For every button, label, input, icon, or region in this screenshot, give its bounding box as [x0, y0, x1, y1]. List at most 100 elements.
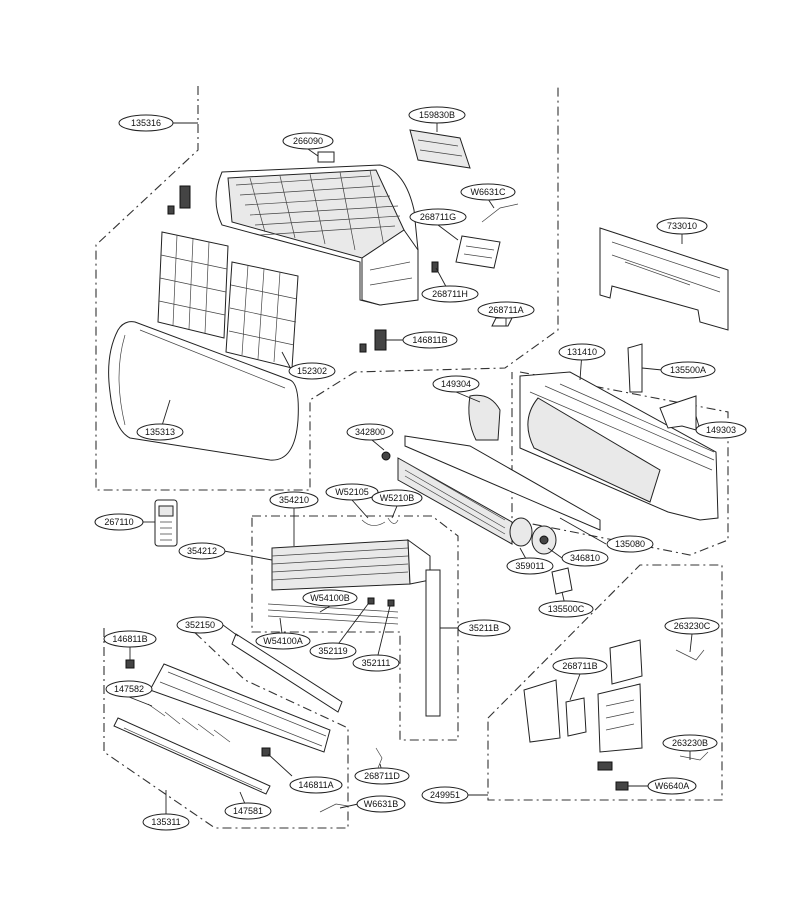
- callout-159830B[interactable]: 159830B: [408, 106, 466, 124]
- callout-147582[interactable]: 147582: [105, 680, 153, 698]
- callout-135316[interactable]: 135316: [118, 114, 174, 132]
- group-boundary-evaporator: [251, 515, 459, 741]
- callout-352150[interactable]: 352150: [176, 616, 224, 634]
- callout-label: 266090: [293, 136, 323, 146]
- callout-268711A[interactable]: 268711A: [477, 301, 535, 319]
- callout-label: 263230C: [674, 621, 711, 631]
- callout-label: 147582: [114, 684, 144, 694]
- callout-label: 352111: [362, 658, 391, 668]
- callout-249951[interactable]: 249951: [421, 786, 469, 804]
- callout-266090[interactable]: 266090: [282, 132, 334, 150]
- callout-label: 152302: [297, 366, 327, 376]
- callout-135311[interactable]: 135311: [142, 813, 190, 831]
- callout-W54100B[interactable]: W54100B: [302, 589, 358, 607]
- callout-label: 263230B: [672, 738, 708, 748]
- callout-W54100A[interactable]: W54100A: [255, 632, 311, 650]
- callout-146811B-bottom[interactable]: 146811B: [103, 630, 157, 648]
- callout-label: 131410: [567, 347, 597, 357]
- callout-135313[interactable]: 135313: [136, 423, 184, 441]
- callout-label: W6631B: [364, 799, 399, 809]
- callout-label: 35211B: [469, 623, 499, 633]
- fan-motor-drawing: [381, 435, 601, 595]
- callout-label: 149304: [441, 379, 471, 389]
- callout-131410[interactable]: 131410: [558, 343, 606, 361]
- callout-W6640A[interactable]: W6640A: [647, 777, 697, 795]
- callout-352111[interactable]: 352111: [352, 654, 400, 672]
- callout-label: 159830B: [419, 110, 455, 120]
- callout-135500A[interactable]: 135500A: [660, 361, 716, 379]
- callout-label: 135080: [615, 539, 645, 549]
- callout-W6631C[interactable]: W6631C: [460, 183, 516, 201]
- callout-268711D[interactable]: 268711D: [354, 767, 410, 785]
- callout-label: 342800: [355, 427, 385, 437]
- callout-label: 249951: [430, 790, 460, 800]
- callout-label: W6640A: [655, 781, 690, 791]
- callout-label: 268711A: [488, 305, 523, 315]
- callout-346810[interactable]: 346810: [561, 549, 609, 567]
- callout-label: W6631C: [470, 187, 506, 197]
- callout-label: 135316: [131, 118, 161, 128]
- callout-label: 354210: [279, 495, 309, 505]
- callout-label: 359011: [515, 561, 544, 571]
- callout-149304[interactable]: 149304: [432, 375, 480, 393]
- callout-35211B[interactable]: 35211B: [457, 619, 511, 637]
- evaporator-drawing: [267, 517, 441, 717]
- callout-W5210B[interactable]: W5210B: [371, 489, 423, 507]
- callout-label: 354212: [187, 546, 217, 556]
- callout-152302[interactable]: 152302: [288, 362, 336, 380]
- callout-label: W52105: [335, 487, 369, 497]
- clip-brackets-drawing: [167, 185, 439, 353]
- callout-label: 733010: [667, 221, 697, 231]
- installation-plate-drawing: [599, 227, 729, 331]
- chassis-drawing: [468, 343, 719, 521]
- callout-268711B[interactable]: 268711B: [552, 657, 608, 675]
- callout-label: 147581: [233, 806, 263, 816]
- callout-label: 352150: [185, 620, 215, 630]
- louver-drain-drawing: [113, 633, 383, 813]
- callout-263230B[interactable]: 263230B: [662, 734, 718, 752]
- callout-W52105[interactable]: W52105: [325, 483, 379, 501]
- callout-label: 135311: [151, 817, 180, 827]
- callout-label: 146811A: [298, 780, 333, 790]
- callout-354212[interactable]: 354212: [178, 542, 226, 560]
- callout-label: 146811B: [112, 634, 147, 644]
- callout-label: 268711G: [420, 212, 456, 222]
- control-box-drawing: [523, 639, 709, 791]
- display-pcb-drawing: [317, 129, 471, 169]
- callout-label: 268711D: [364, 771, 400, 781]
- callout-label: 135313: [145, 427, 175, 437]
- callout-label: 268711B: [562, 661, 597, 671]
- callout-147581[interactable]: 147581: [224, 802, 272, 820]
- callout-267110[interactable]: 267110: [94, 513, 144, 531]
- callout-label: 135500C: [548, 604, 585, 614]
- group-boundary-front-cabinet: [95, 86, 559, 491]
- callout-label: W5210B: [380, 493, 415, 503]
- callout-146811A[interactable]: 146811A: [289, 776, 343, 794]
- callout-359011[interactable]: 359011: [506, 557, 554, 575]
- callout-label: 146811B: [412, 335, 447, 345]
- callout-label: 135500A: [670, 365, 706, 375]
- callout-354210[interactable]: 354210: [269, 491, 319, 509]
- callout-135500C[interactable]: 135500C: [538, 600, 594, 618]
- callout-label: 267110: [104, 517, 133, 527]
- callout-label: 352119: [318, 646, 347, 656]
- group-boundary-control-box: [487, 564, 723, 801]
- callout-label: 346810: [570, 553, 600, 563]
- callout-263230C[interactable]: 263230C: [664, 617, 720, 635]
- remote-controller-drawing: [154, 499, 178, 547]
- callout-733010[interactable]: 733010: [656, 217, 708, 235]
- callout-342800[interactable]: 342800: [346, 423, 394, 441]
- callout-label: 149303: [706, 425, 736, 435]
- callout-146811B-top[interactable]: 146811B: [402, 331, 458, 349]
- callout-label: W54100A: [263, 636, 303, 646]
- callout-149303[interactable]: 149303: [695, 421, 747, 439]
- callout-W6631B[interactable]: W6631B: [356, 795, 406, 813]
- callout-135080[interactable]: 135080: [606, 535, 654, 553]
- callout-352119[interactable]: 352119: [309, 642, 357, 660]
- front-cabinet-drawing: [215, 164, 419, 306]
- callout-268711G[interactable]: 268711G: [409, 208, 467, 226]
- callout-268711H[interactable]: 268711H: [421, 285, 479, 303]
- callout-label: 268711H: [432, 289, 468, 299]
- callout-label: W54100B: [310, 593, 350, 603]
